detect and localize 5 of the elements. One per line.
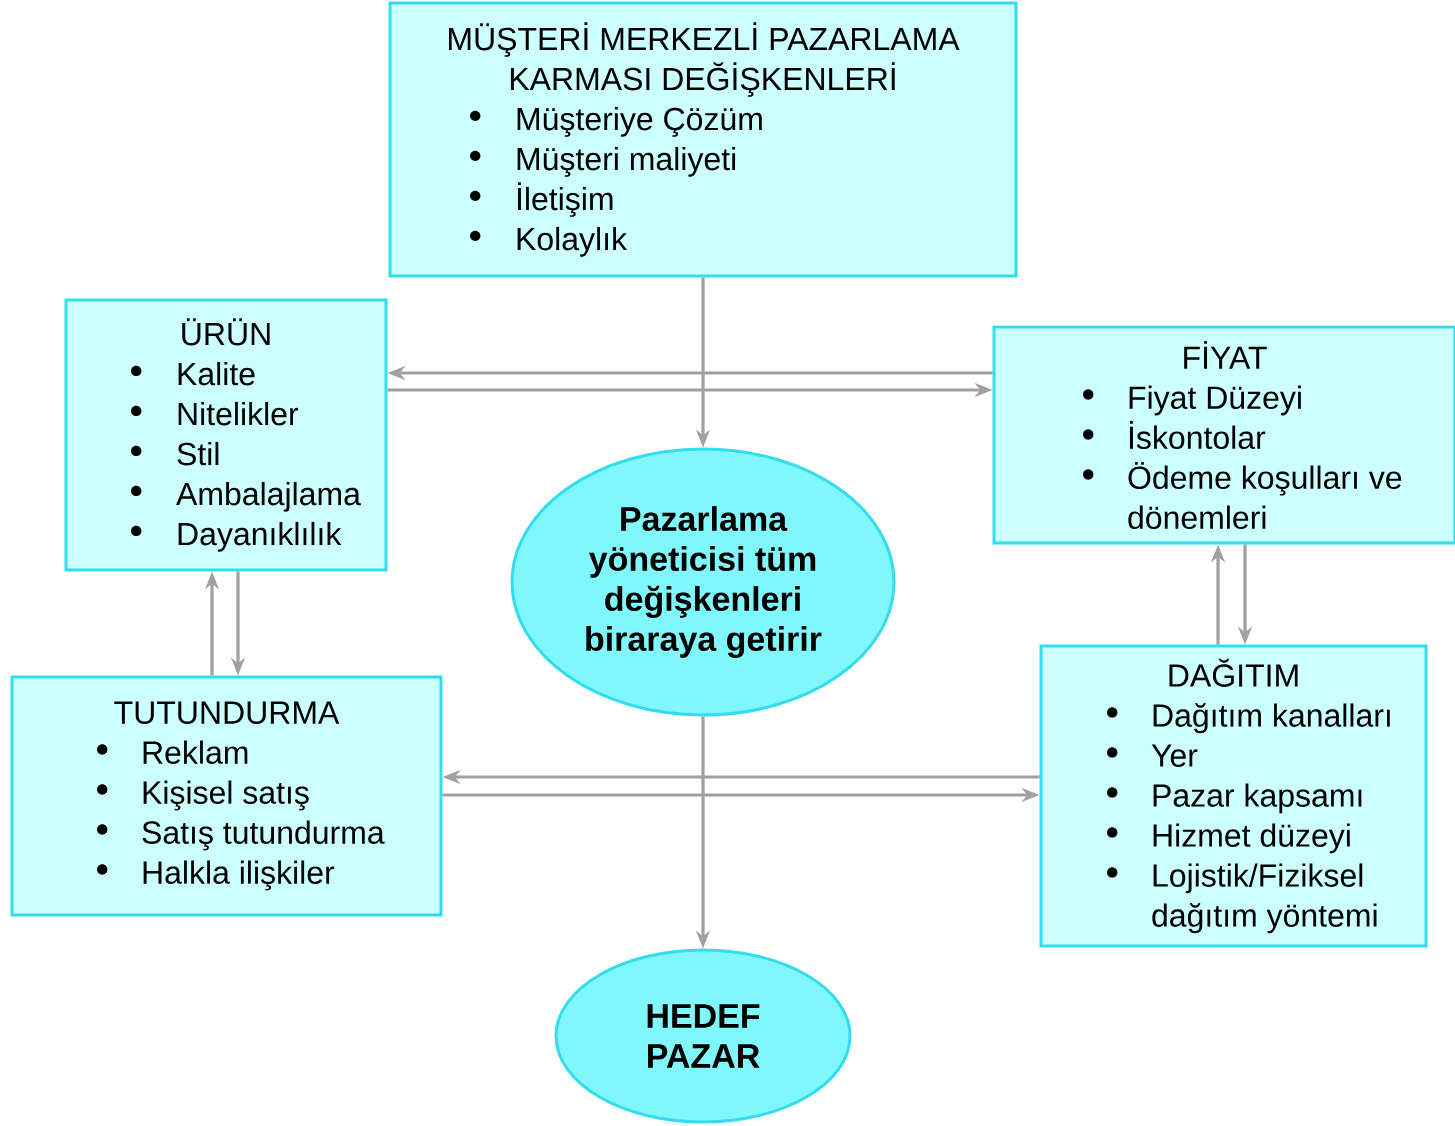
text-box: DAĞITIM Dağıtım kanalları Yer Pazar kapsamı Hizmet düzeyi Lojistik/Fiziksel dağıtım yöntemi: [1039, 644, 1428, 948]
text-box: FİYAT Fiyat Düzeyi İskontolar Ödeme koşulları ve dönemleri: [992, 325, 1455, 545]
text-box: MÜŞTERİ MERKEZLİ PAZARLAMA KARMASI DEĞİŞKENLERİ Müşteriye Çözüm Müşteri maliyeti İletişim Kolaylık: [388, 1, 1018, 278]
text-box: ÜRÜN Kalite Nitelikler Stil Ambalajlama Dayanıklılık: [64, 298, 388, 572]
text-box: TUTUNDURMA Reklam Kişisel satış Satış tutundurma Halkla ilişkiler: [10, 675, 443, 917]
